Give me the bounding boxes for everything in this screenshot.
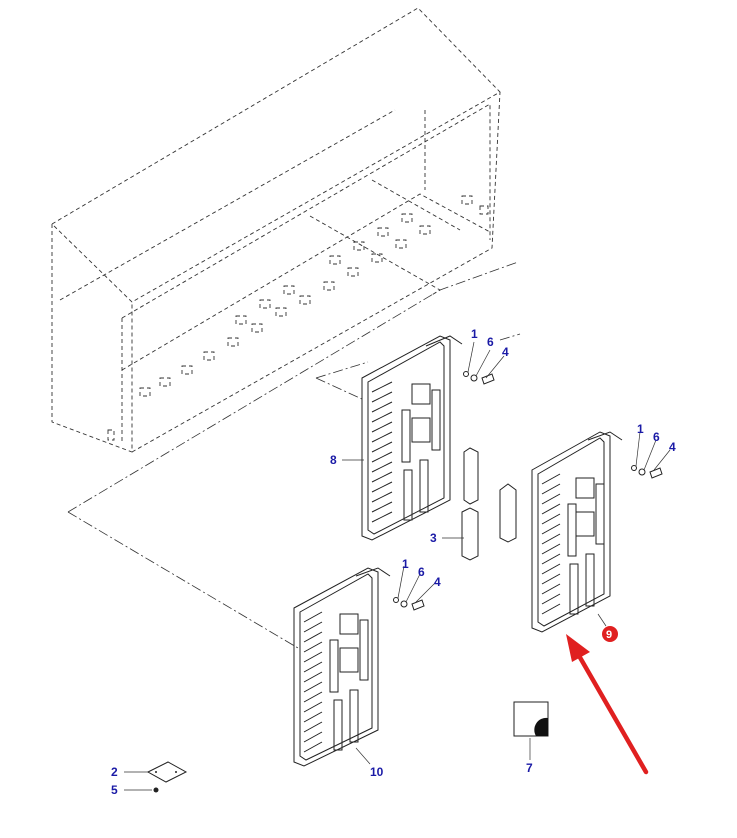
decal-symbol[interactable] <box>513 701 549 737</box>
mounting-plate-outline <box>67 261 521 649</box>
connector-covers[interactable] <box>461 447 517 561</box>
callout-1[interactable]: 1 <box>471 327 478 341</box>
callout-10[interactable]: 10 <box>370 765 384 779</box>
callout-4[interactable]: 4 <box>434 575 441 589</box>
callout-7[interactable]: 7 <box>526 761 533 775</box>
hardware-set-c[interactable] <box>393 597 425 611</box>
callout-6[interactable]: 6 <box>418 565 425 579</box>
leader-lines <box>124 341 671 791</box>
callout-6[interactable]: 6 <box>653 430 660 444</box>
control-module-8[interactable] <box>361 335 463 541</box>
callout-labels: 1 6 4 1 6 4 1 6 4 8 3 10 2 5 7 <box>111 327 676 797</box>
callout-6[interactable]: 6 <box>487 335 494 349</box>
hardware-set-b[interactable] <box>631 465 663 479</box>
plate-screw[interactable] <box>153 787 159 793</box>
callout-4[interactable]: 4 <box>502 345 509 359</box>
red-pointer-arrow <box>566 634 649 775</box>
callout-5[interactable]: 5 <box>111 783 118 797</box>
callout-4[interactable]: 4 <box>669 440 676 454</box>
hardware-set-a[interactable] <box>463 371 495 385</box>
callout-3[interactable]: 3 <box>430 531 437 545</box>
highlight-marker-9[interactable]: 9 <box>602 626 618 642</box>
callout-8[interactable]: 8 <box>330 453 337 467</box>
callout-2[interactable]: 2 <box>111 765 118 779</box>
control-module-9[interactable] <box>531 431 623 633</box>
callout-1[interactable]: 1 <box>402 557 409 571</box>
callout-9[interactable]: 9 <box>606 629 612 641</box>
callout-1[interactable]: 1 <box>637 422 644 436</box>
control-module-10[interactable] <box>293 567 391 767</box>
label-plate[interactable] <box>146 761 188 783</box>
cabinet-housing <box>51 7 501 453</box>
